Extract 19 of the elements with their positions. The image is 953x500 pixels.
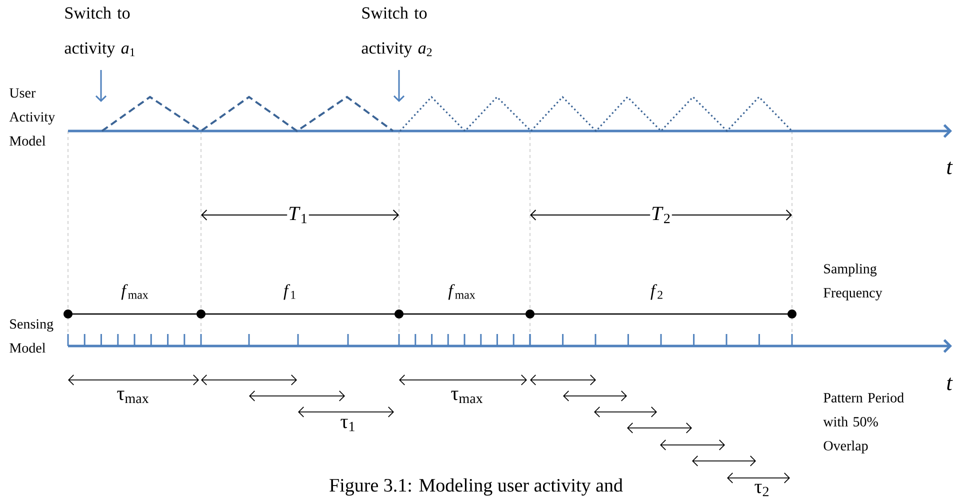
label-text: t [947, 162, 953, 174]
label-text: f$_{max}$ [448, 284, 476, 300]
label-text: T$_{2}$ [650, 206, 672, 224]
label-text: Pattern Period with 50% Overlap [823, 392, 904, 454]
label-text: T$_{1}$ [287, 206, 309, 224]
label-text: τ$_{max}$ [451, 390, 483, 404]
label-text: Sampling Frequency [824, 264, 882, 300]
label-text: f$_{2}$ [650, 284, 662, 300]
label-text: Switch to activity a$_{2}$ [362, 6, 432, 58]
label-text: f$_{max}$ [121, 284, 148, 300]
label-text: Switch to activity a$_{1}$ [64, 6, 135, 58]
label-text: τ$_{2}$ [754, 484, 768, 496]
label-text: τ$_{1}$ [340, 418, 354, 432]
label-text: t [947, 378, 953, 390]
label-text: User Activity Model [9, 88, 56, 146]
label-text: Sensing Model [10, 319, 54, 353]
label-text: f$_{1}$ [284, 284, 296, 300]
label-text: τ$_{max}$ [117, 390, 149, 404]
caption: Figure 3.1: Modeling user activity and [330, 478, 623, 496]
